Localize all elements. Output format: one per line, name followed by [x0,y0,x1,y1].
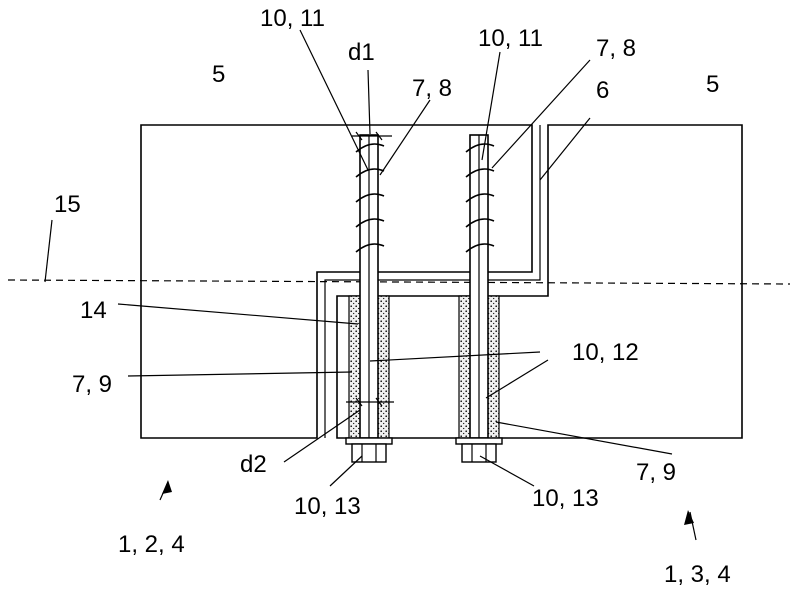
nut-left [345,437,393,463]
block-right [336,124,743,439]
label-grout-14: 14 [80,297,107,324]
joint-line-15 [7,279,791,285]
label-thread-right: 7, 8 [596,35,636,62]
block-left [140,124,533,439]
label-d2: d2 [240,451,267,478]
label-d1: d1 [348,39,375,66]
label-block-right: 5 [706,71,719,98]
label-block-left: 5 [212,61,225,88]
label-line-15: 15 [54,191,81,218]
label-thread-left: 7, 8 [412,75,452,102]
label-grout-left: 7, 9 [72,371,112,398]
label-nut-left: 10, 13 [294,493,361,520]
label-top-right-anchor: 10, 11 [478,25,543,52]
label-nut-right: 10, 13 [532,485,599,512]
arrow-left [162,480,172,494]
thread-right [465,143,495,253]
d1-dimension [352,131,392,141]
label-assembly-left: 1, 2, 4 [118,531,185,558]
nut-right [455,437,503,463]
label-grout-right: 7, 9 [636,459,676,486]
label-part-6: 6 [596,77,609,104]
label-assembly-right: 1, 3, 4 [664,561,731,588]
label-top-left-anchor: 10, 11 [260,5,325,32]
leader-lines [44,29,697,541]
d2-dimension [346,397,394,407]
connector-6 [324,125,541,438]
label-rod-12: 10, 12 [572,339,639,366]
arrow-right [684,510,694,525]
